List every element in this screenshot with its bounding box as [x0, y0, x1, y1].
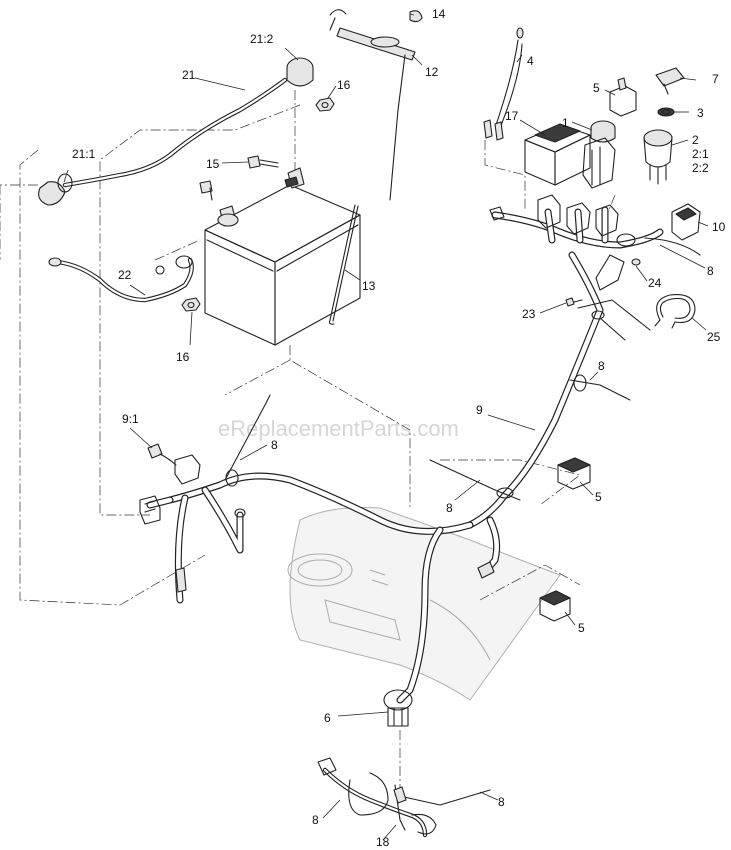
phantom-lines	[0, 90, 616, 800]
callout-6: 6	[324, 711, 331, 725]
callout-13: 13	[362, 279, 376, 293]
callout-3: 3	[697, 106, 704, 120]
callout-5-middle: 5	[595, 490, 602, 504]
watermark: eReplacementParts.com	[218, 416, 459, 441]
callout-8-left: 8	[271, 438, 278, 452]
sensor-loop-18	[317, 757, 437, 838]
sensor-rod-4	[483, 27, 524, 141]
harness-connectors-left	[139, 443, 495, 593]
callout-17: 17	[505, 109, 519, 123]
callout-14: 14	[432, 7, 446, 21]
callout-2: 2	[692, 133, 699, 147]
callout-15: 15	[206, 157, 220, 171]
callout-7: 7	[712, 72, 719, 86]
callout-labels: 21:1 21 21:2 16 15 14 12 13 22 16 4 17 1…	[72, 7, 726, 849]
callout-21: 21	[182, 68, 196, 82]
callout-16-lower: 16	[176, 350, 190, 364]
relay-5-upper	[609, 77, 637, 117]
callout-9-1: 9:1	[122, 412, 139, 426]
callout-25: 25	[707, 330, 721, 344]
main-wire-harness	[146, 206, 664, 704]
callout-5-lower: 5	[578, 621, 585, 635]
screw-24	[631, 258, 641, 266]
clamp-25	[654, 294, 696, 329]
connector-6	[383, 689, 413, 727]
screw-23	[565, 297, 583, 307]
harness-connectors-upper	[489, 194, 701, 291]
callout-21-1: 21:1	[72, 147, 96, 161]
key-7	[655, 67, 685, 95]
callout-24: 24	[648, 276, 662, 290]
hold-down-strap	[329, 9, 416, 201]
nut-16-lower	[181, 297, 201, 312]
callout-2-2: 2:2	[692, 161, 709, 175]
callout-8-mid-right: 8	[598, 359, 605, 373]
ignition-switch-2	[643, 129, 673, 185]
callout-8-bottom-left: 8	[312, 813, 319, 827]
positive-battery-cable	[38, 57, 314, 206]
callout-16-upper: 16	[337, 78, 351, 92]
bolt-15	[199, 155, 279, 201]
callout-21-2: 21:2	[250, 32, 274, 46]
callout-10: 10	[712, 220, 726, 234]
battery	[204, 167, 361, 346]
callout-1: 1	[562, 116, 569, 130]
relay-5-middle	[557, 457, 591, 490]
leader-lines	[63, 13, 709, 841]
connector-10	[671, 203, 701, 241]
callout-23: 23	[522, 307, 536, 321]
callout-22: 22	[118, 268, 132, 282]
callout-5-upper: 5	[593, 81, 600, 95]
hold-down-rod	[328, 204, 359, 325]
pto-switch-1	[582, 120, 616, 189]
callout-12: 12	[425, 65, 439, 79]
callout-4: 4	[527, 54, 534, 68]
callout-18: 18	[376, 835, 390, 849]
nut-3	[657, 107, 675, 117]
cable-ties	[224, 299, 651, 806]
control-module-17	[524, 123, 591, 186]
relay-5-lower	[539, 590, 571, 622]
callout-9: 9	[476, 403, 483, 417]
callout-2-1: 2:1	[692, 147, 709, 161]
clip-14	[409, 10, 423, 23]
negative-battery-cable	[48, 255, 194, 303]
callout-8-upper-right: 8	[707, 264, 714, 278]
callout-8-bottom-right: 8	[498, 795, 505, 809]
nut-16-upper	[315, 97, 335, 112]
callout-8-center: 8	[446, 501, 453, 515]
